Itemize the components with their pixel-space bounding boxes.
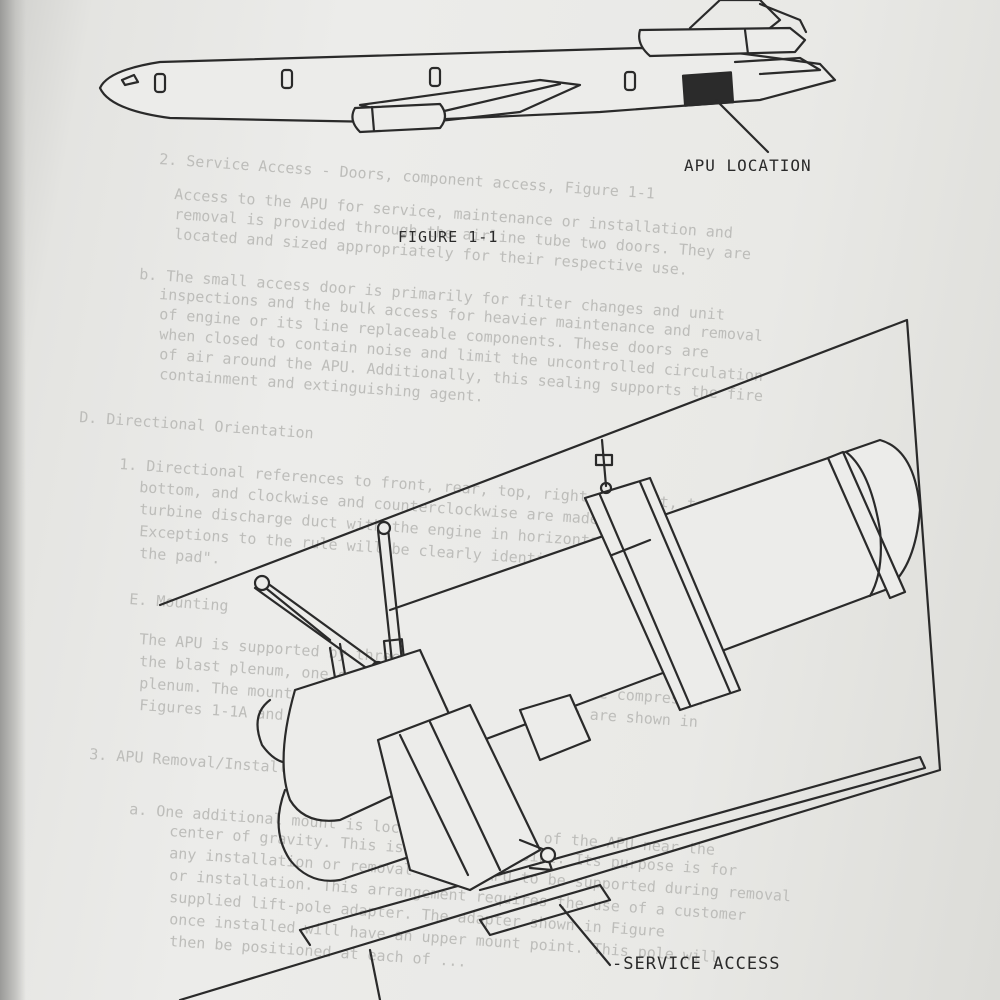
horizontal-stabilizer — [733, 56, 822, 76]
gearbox — [376, 703, 542, 892]
tail-engine — [638, 26, 807, 58]
accessory-box — [518, 693, 592, 762]
cabin-door — [153, 72, 167, 94]
cabin-door — [280, 68, 294, 90]
compartment-frame — [158, 318, 942, 1000]
cabin-door — [623, 70, 637, 92]
duct-collar — [583, 476, 742, 712]
apu-location-marker — [681, 71, 735, 107]
vertical-fin — [688, 0, 782, 30]
strut-pivot — [376, 520, 392, 536]
hanger-bracket — [594, 453, 614, 467]
drain-fitting — [539, 846, 557, 864]
apu-leader-line — [714, 98, 770, 154]
apu-detail-view — [158, 318, 942, 1000]
apu-location-label: APU LOCATION — [684, 156, 812, 175]
duct-flange — [826, 450, 907, 600]
mount-strut — [253, 586, 374, 674]
mount-strut — [261, 578, 382, 667]
cabin-door — [428, 66, 442, 88]
aircraft-fuselage — [98, 46, 837, 124]
figure-caption: FIGURE 1-1 — [398, 228, 499, 246]
cockpit-window — [120, 73, 140, 87]
strut-pivot — [253, 574, 271, 592]
duct-flange — [844, 450, 882, 598]
aircraft-side-view — [98, 0, 837, 154]
wing-engine — [351, 102, 447, 134]
compartment-floor — [298, 755, 927, 932]
hanger-rod — [600, 438, 608, 488]
mount-strut — [260, 583, 332, 642]
apu-body-lower — [277, 788, 432, 882]
service-access-panel — [478, 883, 612, 937]
service-access-leader — [558, 903, 612, 967]
service-access-label: -SERVICE ACCESS — [612, 954, 781, 974]
binding-shadow — [0, 0, 26, 1000]
hanger-joint — [599, 481, 613, 495]
